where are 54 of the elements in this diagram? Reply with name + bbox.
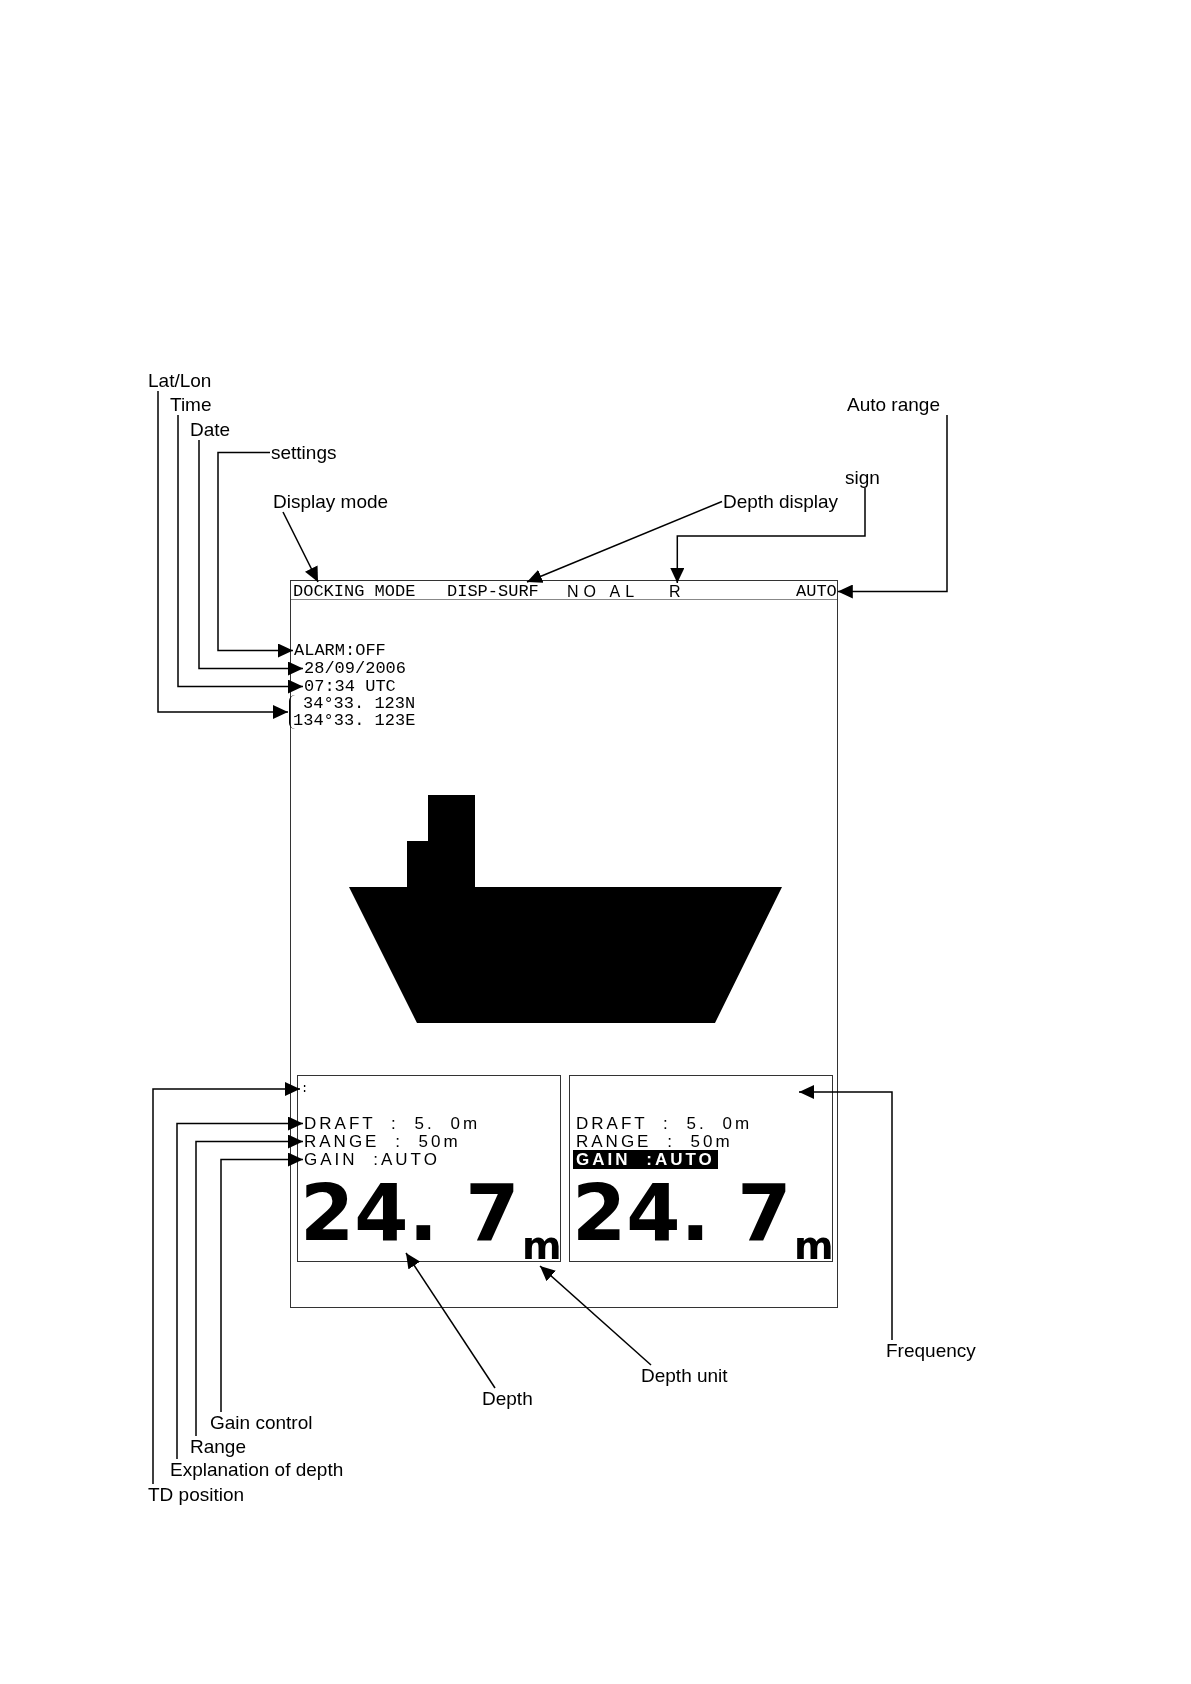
callout-label: sign bbox=[845, 468, 880, 487]
leader-arrow bbox=[282, 511, 319, 583]
callout-label: Depth bbox=[482, 1389, 533, 1408]
range-readout: RANGE : 50m bbox=[576, 1133, 733, 1150]
draft-readout: DRAFT : 5. 0m bbox=[576, 1115, 753, 1132]
depth-readout: 24. 7 bbox=[572, 1174, 792, 1252]
draft-readout: DRAFT : 5. 0m bbox=[304, 1115, 481, 1132]
callout-label: Depth display bbox=[723, 492, 839, 511]
callout-label: Auto range bbox=[847, 395, 940, 414]
leader-arrow bbox=[837, 414, 948, 599]
callout-label: Explanation of depth bbox=[170, 1460, 344, 1479]
depth-panel bbox=[297, 1075, 561, 1262]
leader-arrow bbox=[405, 1252, 496, 1389]
callout-label: Display mode bbox=[273, 492, 389, 511]
status-text: NO AL bbox=[567, 584, 640, 600]
mode-indicator: DOCKING MODE bbox=[293, 583, 416, 600]
callout-label: Range bbox=[190, 1437, 246, 1456]
leader-arrow bbox=[539, 1265, 652, 1366]
display-screen bbox=[290, 580, 838, 1308]
callout-label: Date bbox=[190, 420, 231, 439]
leader-arrow bbox=[177, 414, 304, 694]
leader-arrow bbox=[152, 1082, 301, 1485]
leader-arrow bbox=[176, 1116, 304, 1460]
callout-label: Lat/Lon bbox=[148, 371, 212, 390]
leader-arrow bbox=[526, 500, 723, 583]
gain-readout: GAIN :AUTO bbox=[573, 1150, 718, 1169]
position-readout: 134°33. 123E bbox=[293, 712, 416, 729]
leader-arrow bbox=[798, 1085, 893, 1341]
sign-indicator: R bbox=[669, 584, 686, 600]
callout-label: Gain control bbox=[210, 1413, 313, 1432]
range-indicator: AUTO bbox=[796, 583, 837, 600]
callout-label: Frequency bbox=[886, 1341, 976, 1360]
gain-readout: GAIN :AUTO bbox=[304, 1151, 440, 1168]
position-readout: 34°33. 123N bbox=[302, 695, 416, 712]
leader-arrow bbox=[198, 439, 304, 676]
callout-label: TD position bbox=[148, 1485, 245, 1504]
depth-panel bbox=[569, 1075, 833, 1262]
leader-arrow bbox=[157, 390, 289, 719]
callout-label: Depth unit bbox=[641, 1366, 728, 1385]
leader-arrow bbox=[220, 1152, 304, 1413]
unit-label: m bbox=[794, 1227, 834, 1265]
leader-arrow bbox=[195, 1134, 304, 1437]
display-mode-indicator: DISP-SURF bbox=[447, 583, 539, 600]
depth-readout: 24. 7 bbox=[300, 1174, 520, 1252]
td-position-mark: : bbox=[301, 1083, 309, 1095]
unit-label: m bbox=[522, 1227, 562, 1265]
date-readout: 28/09/2006 bbox=[304, 660, 407, 677]
leader-arrow bbox=[217, 451, 294, 658]
callout-label: settings bbox=[271, 443, 337, 462]
leader-arrow bbox=[670, 487, 866, 584]
alarm-status: ALARM:OFF bbox=[294, 642, 386, 659]
range-readout: RANGE : 50m bbox=[304, 1133, 461, 1150]
callout-label: Time bbox=[170, 395, 212, 414]
time-readout: 07:34 UTC bbox=[304, 678, 396, 695]
